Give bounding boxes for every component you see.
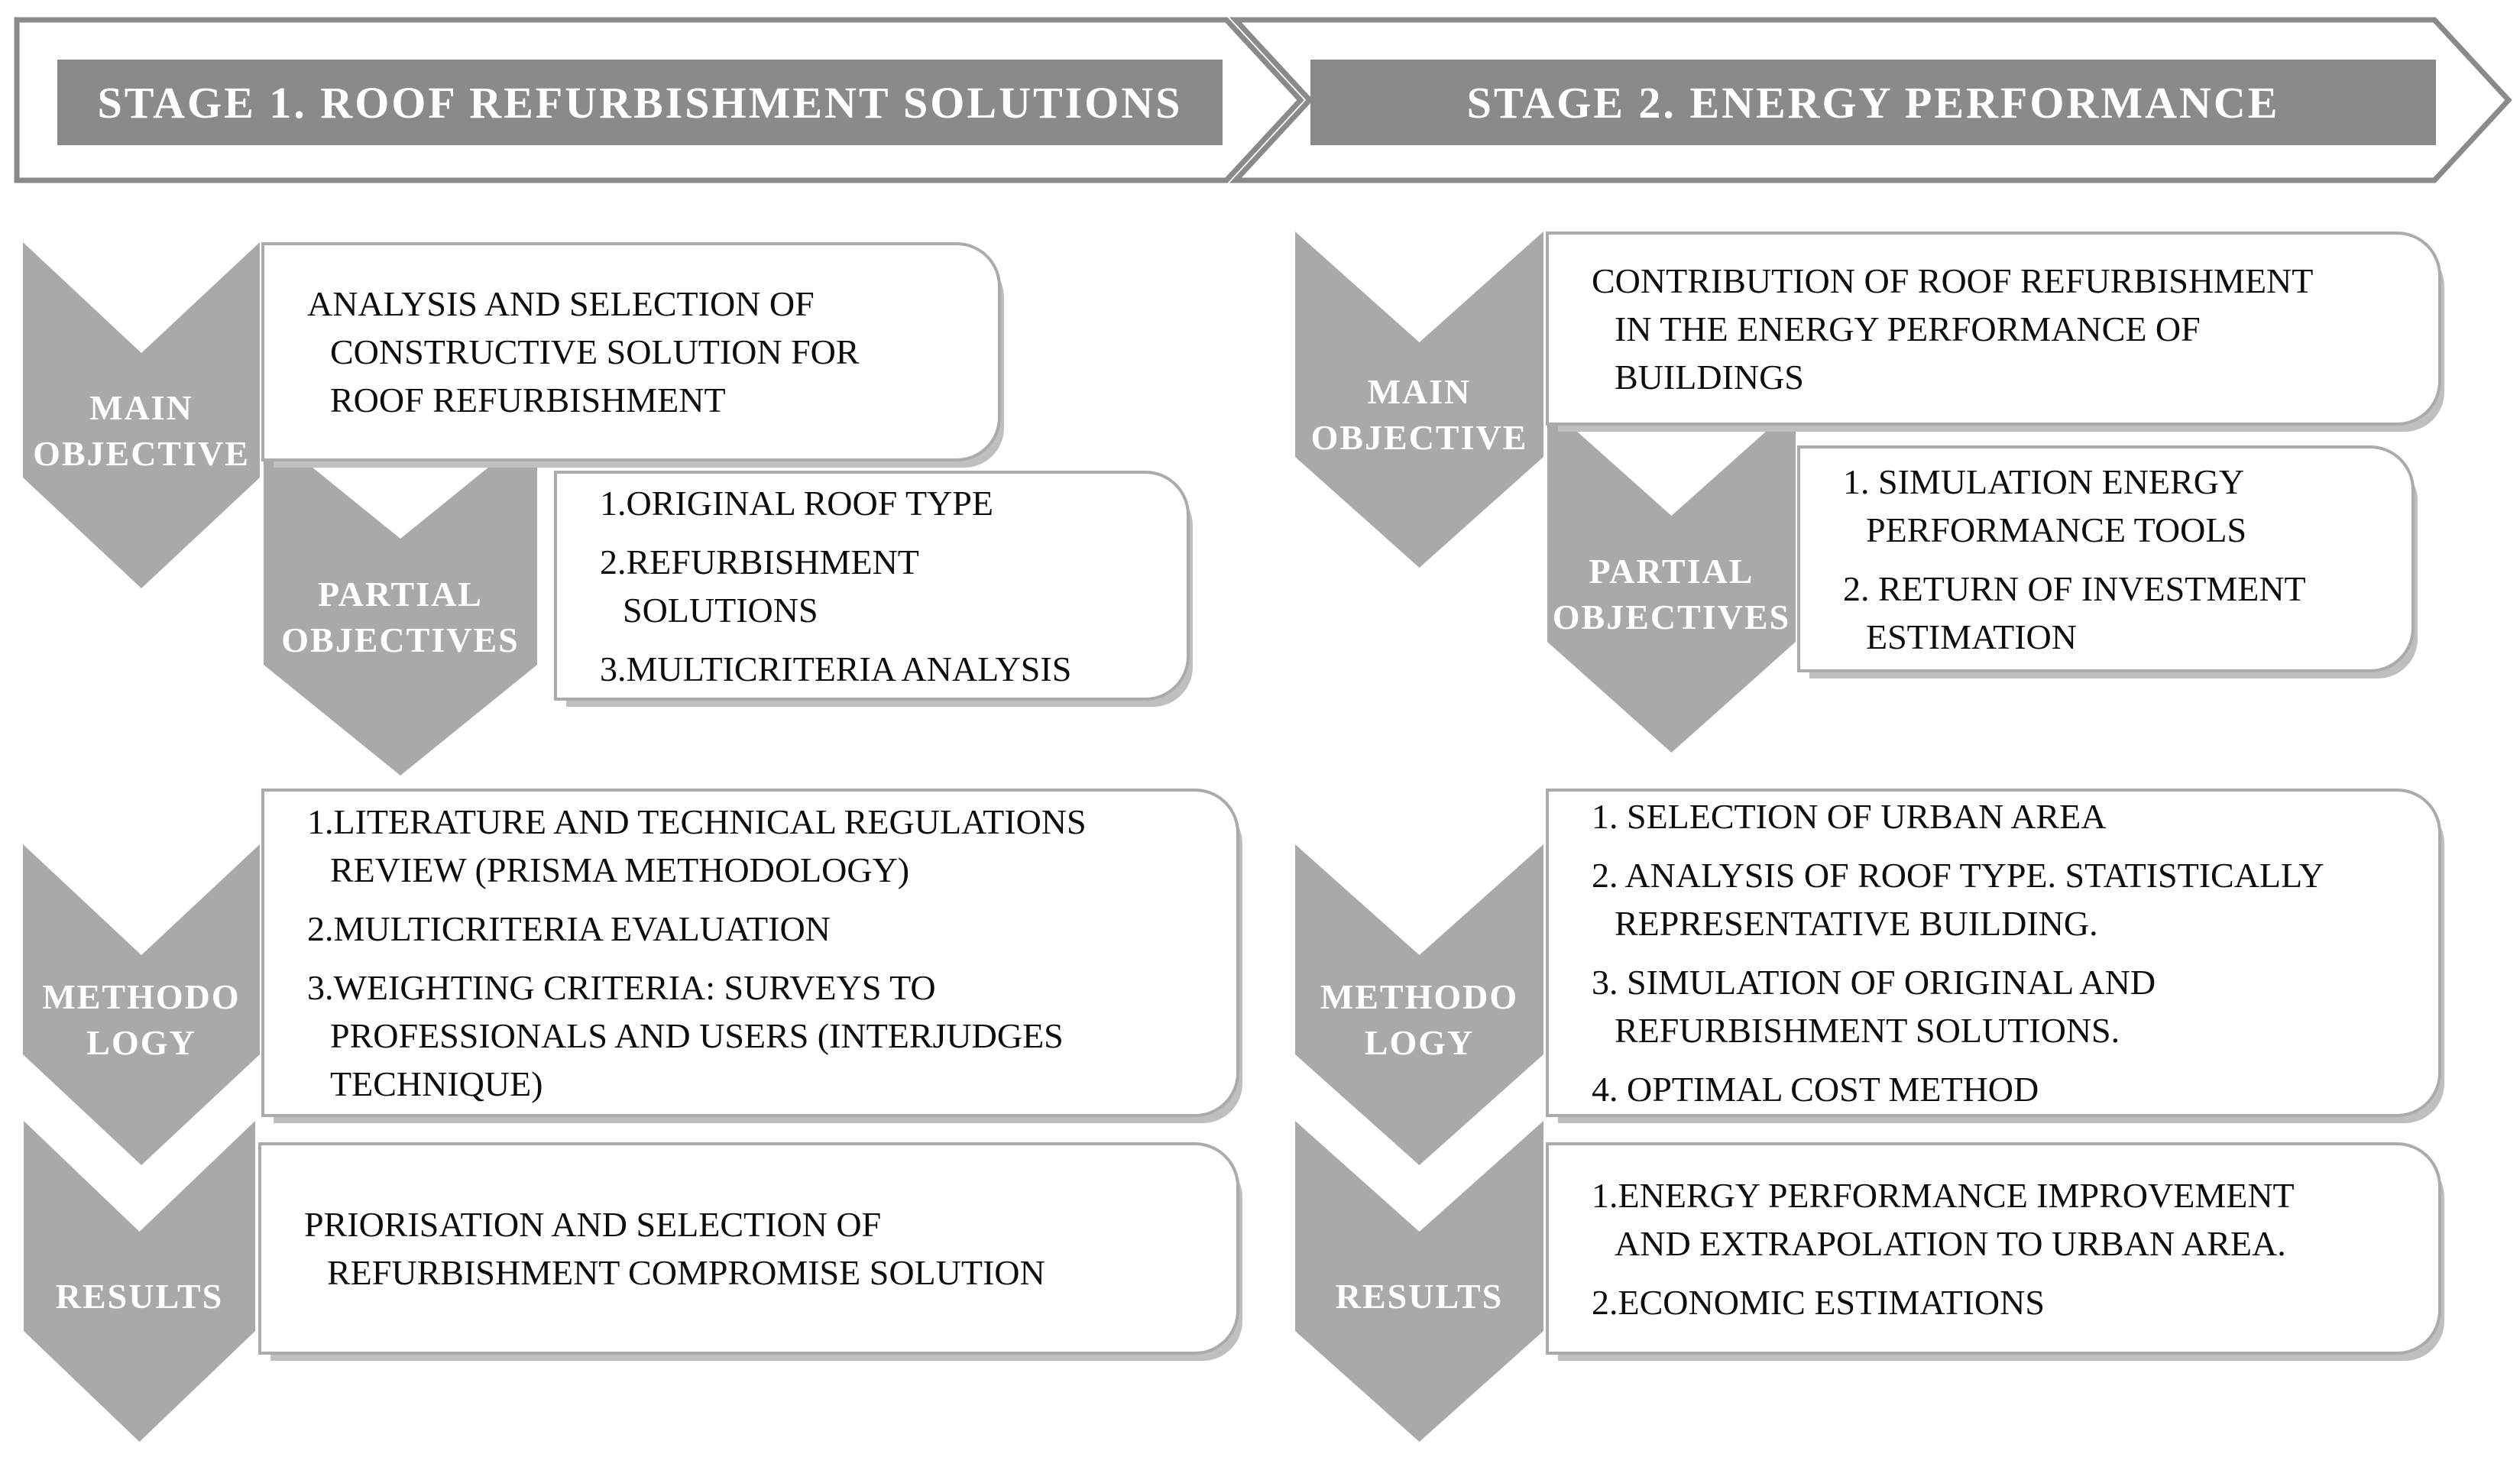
text-line: 1. SELECTION OF URBAN AREA xyxy=(1592,797,2107,836)
stage1-results-box: PRIORISATION AND SELECTION OF REFURBISHME… xyxy=(258,1142,1239,1355)
text-line: TECHNIQUE) xyxy=(330,1064,543,1103)
text-line: PROFESSIONALS AND USERS (INTERJUDGES xyxy=(330,1016,1064,1055)
text-line: METHODO xyxy=(1320,977,1519,1016)
stage1-partial-objectives-chevron-label: PARTIAL OBJECTIVES xyxy=(281,572,519,663)
text-line: OBJECTIVE xyxy=(1310,418,1528,457)
text-line: 2. RETURN OF INVESTMENT xyxy=(1843,568,2306,608)
text-line: PERFORMANCE TOOLS xyxy=(1866,510,2247,549)
text-line: SOLUTIONS xyxy=(623,590,818,630)
stage1-main-objective-chevron: MAIN OBJECTIVE xyxy=(23,242,260,588)
text-line: IN THE ENERGY PERFORMANCE OF xyxy=(1615,309,2201,348)
text-line: 1.ENERGY PERFORMANCE IMPROVEMENT xyxy=(1592,1175,2295,1215)
text-line: ANALYSIS AND SELECTION OF xyxy=(307,284,815,323)
stage1-partial-objectives-chevron: PARTIAL OBJECTIVES xyxy=(264,428,537,776)
stage1-main-objective-chevron-label: MAIN OBJECTIVE xyxy=(33,385,250,477)
text-line: CONTRIBUTION OF ROOF REFURBISHMENT xyxy=(1592,261,2314,300)
stage1-methodology-chevron: METHODO LOGY xyxy=(23,844,260,1165)
text-line: 1.LITERATURE AND TECHNICAL REGULATIONS xyxy=(307,802,1087,841)
text-line: ROOF REFURBISHMENT xyxy=(330,381,726,419)
stage1-banner-title: STAGE 1. ROOF REFURBISHMENT SOLUTIONS xyxy=(97,77,1183,128)
text-line: 1. SIMULATION ENERGY xyxy=(1843,461,2245,501)
text-line: RESULTS xyxy=(1335,1277,1504,1316)
text-line: 2.ECONOMIC ESTIMATIONS xyxy=(1592,1282,2045,1322)
stage2-methodology-box: 1. SELECTION OF URBAN AREA 2. ANALYSIS OF… xyxy=(1546,789,2441,1117)
stage1-main-objective-box: ANALYSIS AND SELECTION OF CONSTRUCTIVE SO… xyxy=(261,242,1001,461)
text-line: 2.REFURBISHMENT xyxy=(600,542,919,581)
text-line: PARTIAL xyxy=(1589,551,1754,591)
text-line: OBJECTIVE xyxy=(33,433,250,473)
text-line: OBJECTIVES xyxy=(1552,597,1791,636)
text-line: 1.ORIGINAL ROOF TYPE xyxy=(600,483,993,523)
stage-banner xyxy=(14,17,2512,183)
stage2-methodology-chevron: METHODO LOGY xyxy=(1295,844,1543,1165)
stage2-title-band xyxy=(1310,60,2436,145)
text-line: CONSTRUCTIVE SOLUTION FOR xyxy=(330,332,860,371)
text-line: REFURBISHMENT COMPROMISE SOLUTION xyxy=(327,1253,1045,1292)
text-line: REVIEW (PRISMA METHODOLOGY) xyxy=(330,850,910,889)
stage2-banner-title: STAGE 2. ENERGY PERFORMANCE xyxy=(1466,77,2280,128)
text-line: MAIN xyxy=(1367,372,1472,411)
text-line: LOGY xyxy=(86,1023,196,1062)
text-line: PARTIAL xyxy=(318,574,483,614)
stage1-methodology-box: 1.LITERATURE AND TECHNICAL REGULATIONS RE… xyxy=(261,789,1239,1117)
text-line: RESULTS xyxy=(55,1277,224,1316)
text-line: PRIORISATION AND SELECTION OF xyxy=(304,1205,882,1244)
stage2-results-chevron-label: RESULTS xyxy=(1336,1274,1503,1320)
stage2-main-objective-chevron: MAIN OBJECTIVE xyxy=(1295,232,1543,568)
text-line: 3. SIMULATION OF ORIGINAL AND xyxy=(1592,963,2156,1002)
text-line: REPRESENTATIVE BUILDING. xyxy=(1615,904,2098,943)
stage2-methodology-chevron-label: METHODO LOGY xyxy=(1320,974,1518,1066)
stage1-methodology-chevron-label: METHODO LOGY xyxy=(42,974,240,1066)
stage2-main-objective-box: CONTRIBUTION OF ROOF REFURBISHMENT IN THE… xyxy=(1546,232,2441,426)
stage1-title-band xyxy=(57,60,1223,145)
text-line: AND EXTRAPOLATION TO URBAN AREA. xyxy=(1615,1223,2286,1263)
text-line: ESTIMATION xyxy=(1866,617,2077,656)
stage2-partial-objectives-chevron: PARTIAL OBJECTIVES xyxy=(1547,405,1796,753)
text-line: BUILDINGS xyxy=(1615,357,1804,397)
text-line: METHODO xyxy=(42,977,241,1016)
stage2-partial-objectives-box: 1. SIMULATION ENERGY PERFORMANCE TOOLS 2. … xyxy=(1797,445,2415,672)
text-line: 2.MULTICRITERIA EVALUATION xyxy=(307,909,831,948)
text-line: LOGY xyxy=(1364,1023,1475,1062)
text-line: 2. ANALYSIS OF ROOF TYPE. STATISTICALLY xyxy=(1592,856,2324,895)
text-line: REFURBISHMENT SOLUTIONS. xyxy=(1615,1011,2120,1050)
text-line: 3.WEIGHTING CRITERIA: SURVEYS TO xyxy=(307,968,936,1007)
stage2-results-chevron: RESULTS xyxy=(1295,1121,1543,1442)
stage1-partial-objectives-box: 1.ORIGINAL ROOF TYPE 2.REFURBISHMENT SOLUT… xyxy=(554,471,1190,701)
text-line: MAIN xyxy=(89,387,193,427)
stage1-results-chevron: RESULTS xyxy=(24,1121,255,1442)
stage2-results-box: 1.ENERGY PERFORMANCE IMPROVEMENT AND EXTR… xyxy=(1546,1142,2441,1355)
stage2-partial-objectives-chevron-label: PARTIAL OBJECTIVES xyxy=(1553,549,1790,640)
stage1-results-chevron-label: RESULTS xyxy=(56,1274,223,1320)
stage2-main-objective-chevron-label: MAIN OBJECTIVE xyxy=(1311,369,1528,461)
text-line: OBJECTIVES xyxy=(281,620,520,659)
text-line: 3.MULTICRITERIA ANALYSIS xyxy=(600,649,1072,688)
text-line: 4. OPTIMAL COST METHOD xyxy=(1592,1070,2039,1109)
